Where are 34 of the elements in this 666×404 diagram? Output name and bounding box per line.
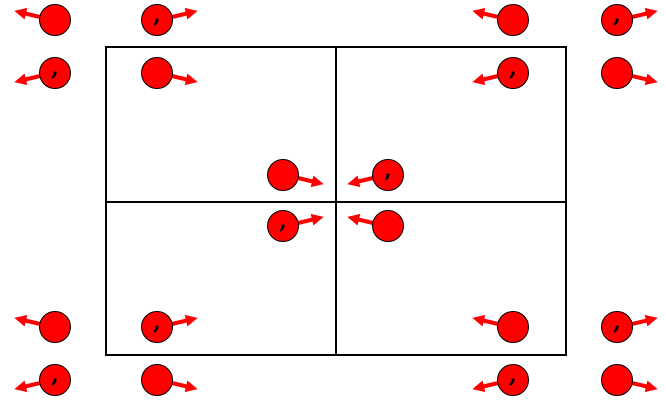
particle-circle — [39, 311, 71, 343]
prime-mark: , — [153, 4, 161, 26]
particle-circle — [372, 210, 404, 242]
prime-mark: , — [613, 4, 621, 26]
particle-circle — [497, 311, 529, 343]
particle-circle — [601, 57, 633, 89]
prime-mark: , — [509, 364, 517, 386]
prime-mark: , — [153, 311, 161, 333]
prime-mark: , — [51, 57, 59, 79]
particle-circle — [497, 57, 529, 89]
particle-circle — [601, 4, 633, 36]
particle-circle — [39, 4, 71, 36]
particle-circle — [372, 159, 404, 191]
particle-circle — [141, 57, 173, 89]
particle-circle — [141, 311, 173, 343]
prime-mark: , — [384, 159, 392, 181]
particle-circle — [497, 364, 529, 396]
particle-circle — [141, 364, 173, 396]
particle-circle — [267, 159, 299, 191]
prime-mark: , — [509, 57, 517, 79]
prime-mark: , — [613, 311, 621, 333]
particle-circle — [497, 4, 529, 36]
particle-circle — [601, 364, 633, 396]
grid-cell — [105, 201, 337, 356]
grid-cell — [335, 201, 567, 356]
prime-mark: , — [51, 364, 59, 386]
particle-circle — [141, 4, 173, 36]
particle-circle — [39, 57, 71, 89]
particle-circle — [601, 311, 633, 343]
prime-mark: , — [279, 210, 287, 232]
particle-circle — [267, 210, 299, 242]
particle-circle — [39, 364, 71, 396]
grid-cell — [335, 46, 567, 203]
grid-cell — [105, 46, 337, 203]
